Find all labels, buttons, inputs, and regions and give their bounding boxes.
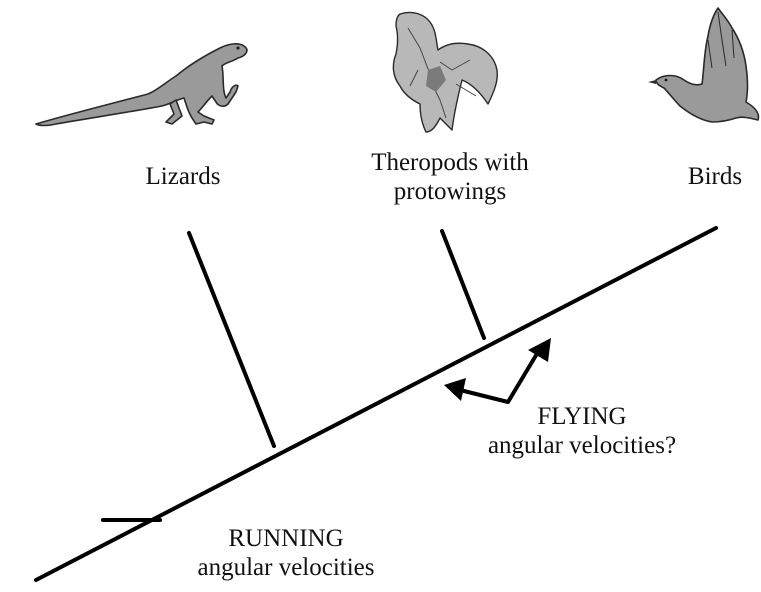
theropod-fossil-icon [393, 12, 497, 132]
bird-icon [648, 8, 759, 122]
label-lizards: Lizards [108, 162, 258, 191]
arrowhead-left [444, 378, 466, 401]
label-birds-line-1: Birds [670, 162, 760, 191]
flying-double-arrow [444, 338, 551, 402]
label-theropods: Theropods with protowings [340, 148, 560, 206]
branch-lizards [189, 233, 274, 446]
label-birds: Birds [670, 162, 760, 191]
annotation-flying-line-1: FLYING [462, 402, 702, 431]
arrowhead-right [528, 338, 551, 362]
annotation-flying-line-2: angular velocities? [462, 431, 702, 460]
annotation-running: RUNNING angular velocities [176, 524, 396, 582]
branch-theropods [442, 231, 484, 338]
lizard-icon [36, 44, 247, 126]
label-lizards-line-1: Lizards [108, 162, 258, 191]
annotation-flying: FLYING angular velocities? [462, 402, 702, 460]
label-theropods-line-1: Theropods with [340, 148, 560, 177]
annotation-running-line-2: angular velocities [176, 553, 396, 582]
label-theropods-line-2: protowings [340, 177, 560, 206]
annotation-running-line-1: RUNNING [176, 524, 396, 553]
